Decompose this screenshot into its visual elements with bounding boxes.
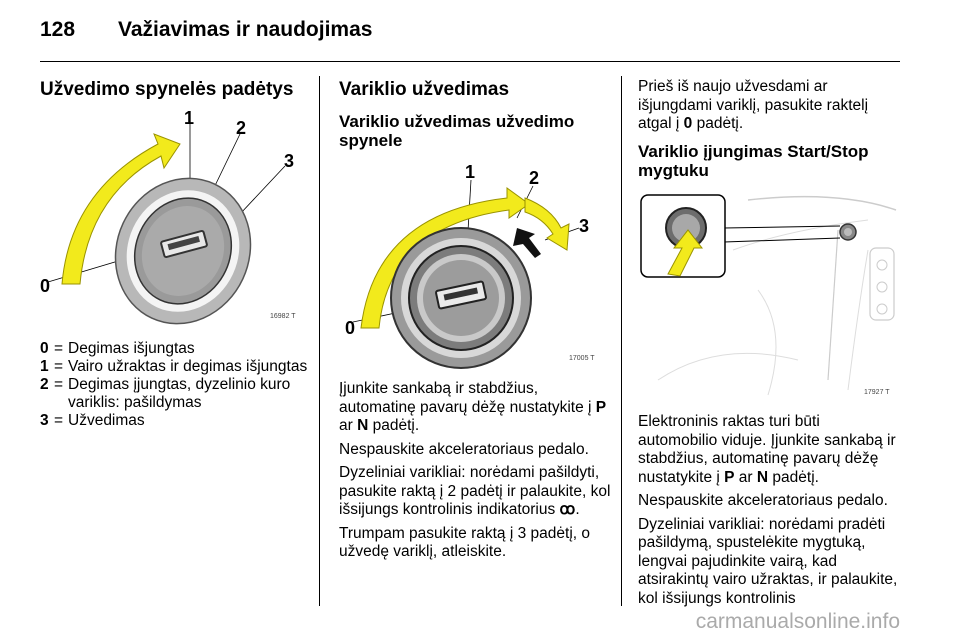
- paragraph: Įjunkite sankabą ir stabdžius, automatin…: [339, 380, 611, 436]
- page-number: 128: [40, 18, 76, 41]
- label-1: 1: [465, 162, 475, 182]
- legend-key: 2: [40, 376, 49, 393]
- position-0: 0: [683, 115, 693, 132]
- text: padėtį.: [368, 417, 420, 434]
- legend-eq: =: [54, 340, 64, 357]
- paragraph: Elektroninis raktas turi būti automobili…: [638, 413, 900, 487]
- column-divider-2: [621, 76, 622, 606]
- paragraph: Prieš iš naujo užvesdami ar išjungdami v…: [638, 78, 900, 134]
- col3-body: Elektroninis raktas turi būti automobili…: [638, 413, 900, 608]
- text: ar: [734, 468, 757, 486]
- legend-item: 3 = Užvedimas: [40, 412, 310, 430]
- text: padėtį.: [768, 468, 819, 486]
- legend-text: Degimas išjungtas: [68, 340, 195, 357]
- paragraph: Trumpam pasukite raktą į 3 padėtį, o užv…: [339, 524, 590, 561]
- column-divider-1: [319, 76, 320, 606]
- gear-n: N: [756, 468, 769, 486]
- section-heading-ignition-positions: Užvedimo spynelės padėtys: [40, 79, 294, 100]
- legend-item: 0 = Degimas išjungtas: [40, 340, 310, 358]
- paragraph: Nespauskite akceleratoriaus pedalo.: [638, 492, 888, 509]
- ignition-positions-figure: 1 2 3 0 16982 T: [40, 106, 310, 328]
- start-stop-figure: 17927 T: [638, 190, 900, 400]
- legend-key: 0: [40, 340, 49, 357]
- subheading-start-stop-button: Variklio įjungimas Start/Stop mygtuku: [638, 141, 869, 180]
- col3-top: Prieš iš naujo užvesdami ar išjungdami v…: [638, 78, 900, 180]
- label-2: 2: [236, 118, 246, 138]
- label-2: 2: [529, 168, 539, 188]
- paragraph: Dyzeliniai varikliai: norėdami pašildyti…: [339, 464, 611, 520]
- subheading-start-with-key: Variklio užvedimas užvedimo spynele: [339, 112, 575, 150]
- text: Įjunkite sankabą ir stabdžius, automatin…: [339, 380, 596, 416]
- header-rule: [40, 61, 900, 62]
- legend-text: Degimas įjungtas, dyzelinio kuro varikli…: [68, 376, 291, 411]
- text: ar: [339, 417, 358, 434]
- figure-id: 17927 T: [864, 389, 890, 396]
- ignition-lock-illustration: 1 2 3 0 16982 T: [40, 108, 296, 325]
- label-3: 3: [579, 216, 589, 236]
- legend-text: Užvedimas: [68, 412, 145, 429]
- legend-text: Vairo užraktas ir degimas išjungtas: [68, 358, 308, 375]
- legend-eq: =: [54, 412, 64, 429]
- label-1: 1: [184, 108, 194, 128]
- gear-n: N: [357, 417, 369, 434]
- legend-eq: =: [54, 376, 64, 393]
- figure-id: 17005 T: [569, 355, 595, 362]
- text: Dyzeliniai varikliai: norėdami pašildyti…: [339, 464, 611, 518]
- paragraph: Nespauskite akceleratoriaus pedalo.: [339, 440, 589, 458]
- label-3: 3: [284, 151, 294, 171]
- key-start-illustration: 1 2 3 0 17005 T: [345, 162, 595, 369]
- glow-plug-indicator-icon: ꝏ: [559, 501, 576, 518]
- ignition-positions-legend: 0 = Degimas išjungtas 1 = Vairo užraktas…: [40, 340, 310, 430]
- label-0: 0: [345, 318, 355, 338]
- text: .: [575, 501, 580, 518]
- legend-key: 3: [40, 412, 49, 429]
- col2-body: Įjunkite sankabą ir stabdžius, automatin…: [339, 380, 611, 562]
- gear-p: P: [724, 468, 735, 486]
- legend-item: 1 = Vairo užraktas ir degimas išjungtas: [40, 358, 310, 376]
- legend-item: 2 = Degimas įjungtas, dyzelinio kuro var…: [40, 376, 310, 412]
- chapter-title: Važiavimas ir naudojimas: [118, 18, 373, 41]
- section-heading-engine-start: Variklio užvedimas: [339, 79, 510, 100]
- start-stop-illustration: 17927 T: [640, 194, 897, 396]
- text: Prieš iš naujo užvesdami ar išjungdami v…: [638, 78, 869, 132]
- label-0: 0: [40, 276, 50, 296]
- paragraph: Dyzeliniai varikliai: norėdami pradėti p…: [638, 515, 898, 607]
- gear-p: P: [595, 398, 607, 416]
- figure-id: 16982 T: [270, 313, 296, 320]
- legend-key: 1: [40, 358, 49, 375]
- text: Elektroninis raktas turi būti automobili…: [638, 413, 896, 486]
- key-start-figure: 1 2 3 0 17005 T: [339, 158, 609, 370]
- legend-eq: =: [54, 358, 64, 375]
- watermark: carmanualsonline.info: [695, 610, 900, 633]
- text: padėtį.: [692, 115, 744, 132]
